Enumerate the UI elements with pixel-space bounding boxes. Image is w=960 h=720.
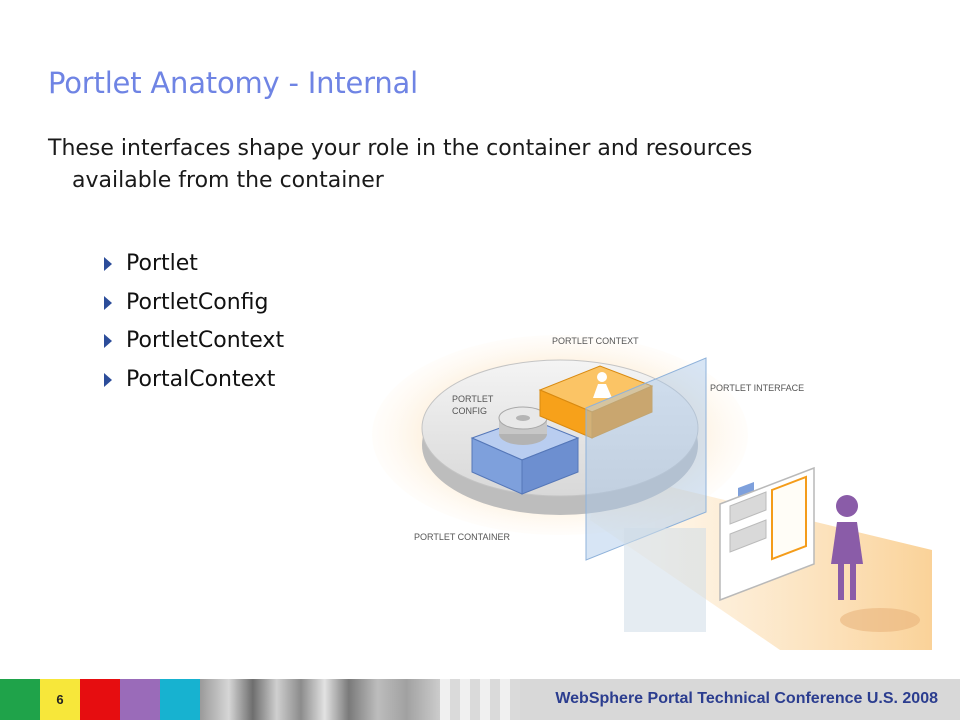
- browser-window-icon: [719, 466, 815, 602]
- gear-icon: [498, 406, 548, 445]
- bullet-label: PortalContext: [126, 366, 276, 392]
- context-box-right: [591, 385, 653, 439]
- bullet-arrow-icon: [104, 372, 112, 387]
- footer-block-green: [0, 679, 40, 720]
- user-shadow: [840, 608, 920, 632]
- lower-pane: [624, 528, 706, 632]
- label-portlet-context: PORTLET CONTEXT: [552, 336, 639, 346]
- conference-title: WebSphere Portal Technical Conference U.…: [555, 690, 938, 707]
- portlet-diagram: PORTLET CONTEXT PORTLET INTERFACE PORTLE…: [372, 335, 932, 650]
- slide-title: Portlet Anatomy - Internal: [48, 66, 418, 100]
- footer-checker-strip: [440, 679, 520, 720]
- footer-block-red: [80, 679, 120, 720]
- page-number: 6: [40, 679, 80, 720]
- interface-pane: [585, 357, 707, 561]
- bullet-label: PortletConfig: [126, 289, 269, 315]
- label-portlet-interface: PORTLET INTERFACE: [710, 383, 804, 393]
- bullet-arrow-icon: [104, 334, 112, 349]
- user-figure-icon: [831, 495, 863, 600]
- label-portlet-container: PORTLET CONTAINER: [414, 532, 511, 542]
- footer-bar: 6 WebSphere Portal Technical Conference …: [0, 679, 960, 720]
- footer-block-cyan: [160, 679, 200, 720]
- footer-photo-strip: [200, 679, 440, 720]
- bullet-item: Portlet: [104, 245, 284, 284]
- bullet-label: Portlet: [126, 251, 198, 276]
- bullet-label: PortletContext: [126, 328, 285, 353]
- footer-block-purple: [120, 679, 160, 720]
- bullet-arrow-icon: [104, 295, 112, 310]
- label-portlet-config-2: CONFIG: [452, 406, 487, 416]
- config-box-right: [521, 437, 579, 495]
- intro-text: These interfaces shape your role in the …: [48, 136, 753, 193]
- bullet-item: PortalContext: [104, 361, 284, 400]
- bullet-item: PortletContext: [104, 322, 284, 361]
- label-portlet-config-1: PORTLET: [452, 394, 494, 404]
- bullet-list: Portlet PortletConfig PortletContext Por…: [104, 245, 284, 399]
- footer-gray-fill: [520, 679, 960, 720]
- bullet-item: PortletConfig: [104, 284, 284, 323]
- person-icon: [593, 372, 612, 398]
- bullet-arrow-icon: [104, 257, 112, 272]
